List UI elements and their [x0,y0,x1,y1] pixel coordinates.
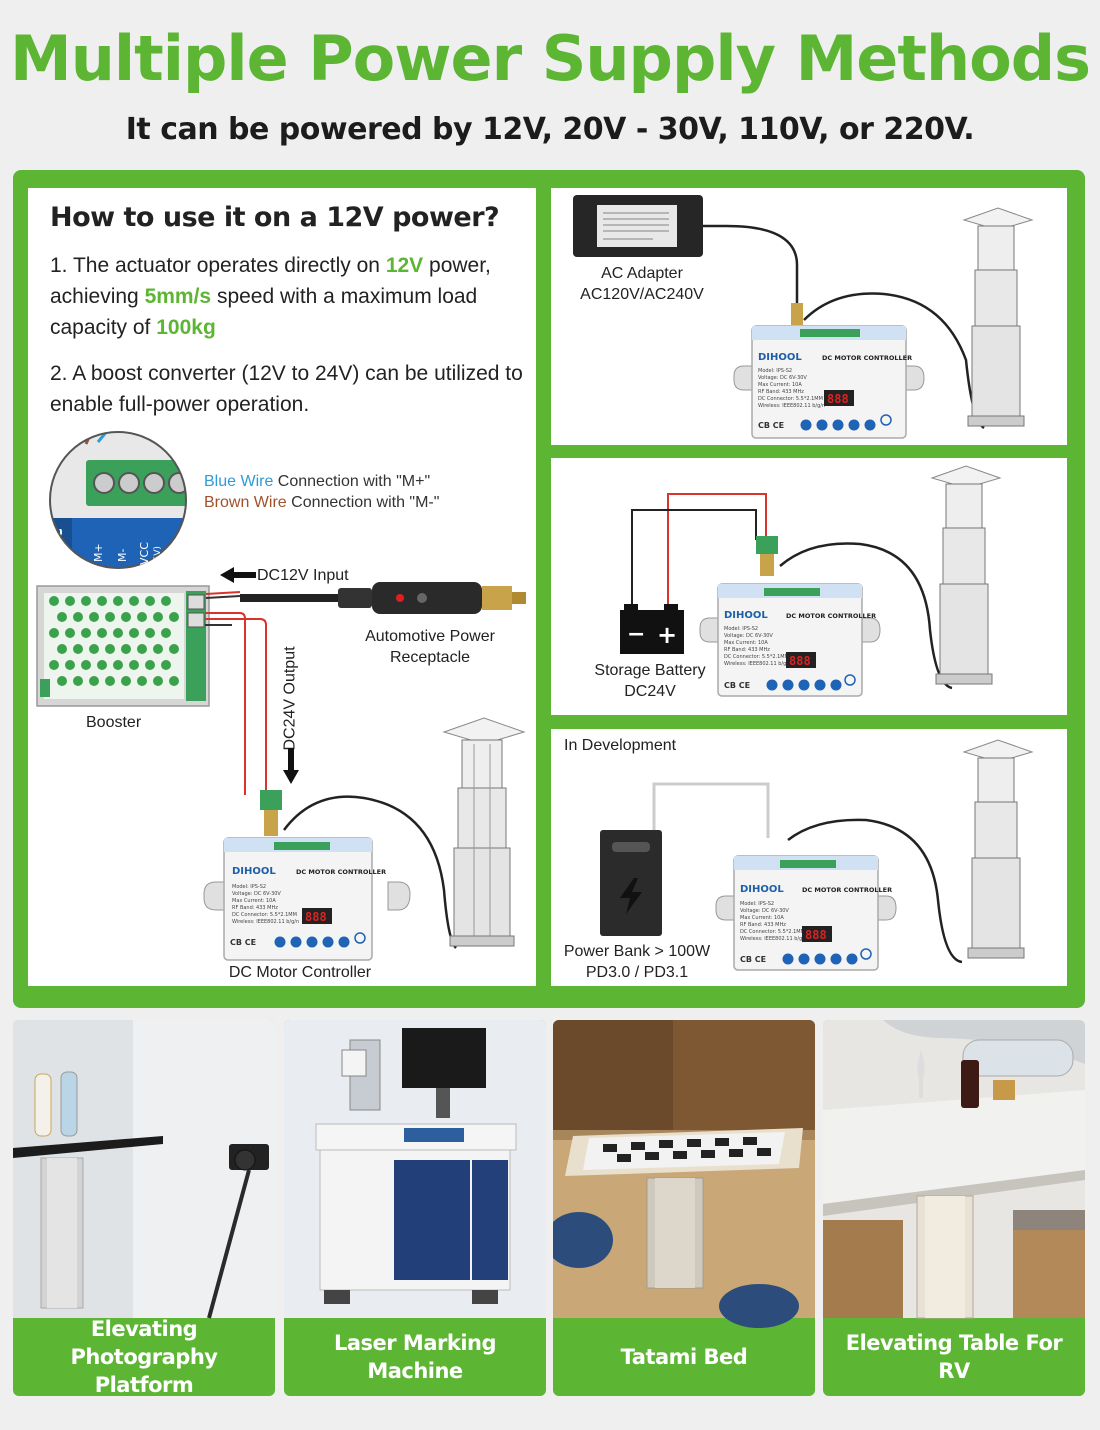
application-card-rv: Elevating Table For RV [823,1020,1085,1396]
dc-motor-controller-label: DC Motor Controller [228,964,372,981]
svg-text:RF Band: 433 MHz: RF Band: 433 MHz [724,647,770,653]
application-card-photography: Elevating Photography Platform [13,1020,275,1396]
svg-text:Wireless: IEEE802.11 b/g/n: Wireless: IEEE802.11 b/g/n [758,403,825,409]
terminal-zoom-icon: DC M+ M- VCC (5V) [49,431,187,569]
svg-text:Model: IPS-S2: Model: IPS-S2 [740,901,774,907]
svg-text:888: 888 [805,928,827,942]
svg-text:CB CE: CB CE [724,681,750,690]
power-bank-icon [600,830,662,936]
application-caption: Tatami Bed [620,1345,748,1369]
svg-text:888: 888 [827,392,849,406]
svg-text:DIHOOL: DIHOOL [758,352,802,363]
highlight-speed: 5mm/s [144,285,212,308]
svg-text:Voltage: DC 6V-30V: Voltage: DC 6V-30V [740,908,789,914]
svg-text:CB CE: CB CE [758,421,784,430]
svg-text:DC MOTOR CONTROLLER: DC MOTOR CONTROLLER [822,354,912,362]
svg-text:Wireless: IEEE802.11 b/g/n: Wireless: IEEE802.11 b/g/n [740,936,807,942]
boost-output-wires [205,612,267,795]
svg-text:M-: M- [116,549,129,562]
svg-text:RF Band: 433 MHz: RF Band: 433 MHz [232,905,278,911]
blue-wire-note: Blue Wire Connection with "M+" [204,473,431,490]
application-card-tatami: Tatami Bed [553,1020,815,1396]
svg-text:DIHOOL: DIHOOL [232,866,276,877]
svg-text:Voltage: DC 6V-30V: Voltage: DC 6V-30V [232,891,281,897]
application-card-laser: Laser Marking Machine [284,1020,546,1396]
svg-text:Max Current: 10A: Max Current: 10A [758,382,802,388]
svg-text:DIHOOL: DIHOOL [740,884,784,895]
step-2-text: 2. A boost converter (12V to 24V) can be… [50,362,523,416]
svg-text:Voltage: DC 6V-30V: Voltage: DC 6V-30V [724,633,773,639]
highlight-load: 100kg [156,316,216,339]
ac-adapter-icon [573,195,803,325]
arrow-left-icon [220,567,256,583]
svg-text:CB CE: CB CE [740,955,766,964]
svg-text:DC Connector: 5.5*2.1MM: DC Connector: 5.5*2.1MM [232,912,297,918]
svg-text:DC Connector: 5.5*2.1MM: DC Connector: 5.5*2.1MM [724,654,789,660]
brown-wire-note: Brown Wire Connection with "M-" [204,494,440,511]
linear-actuator-icon [442,717,526,947]
dc24v-output-label: DC24V Output [281,646,299,751]
svg-text:DC MOTOR CONTROLLER: DC MOTOR CONTROLLER [296,868,386,876]
svg-text:M+: M+ [92,543,105,562]
application-caption: Laser Marking Machine [333,1331,497,1383]
svg-text:Wireless: IEEE802.11 b/g/n: Wireless: IEEE802.11 b/g/n [724,661,791,667]
dc-motor-controller-icon: DIHOOL DC MOTOR CONTROLLER Model: IPS-S2… [715,818,963,971]
svg-text:−: − [627,622,645,647]
dc-motor-controller-icon: DIHOOL DC MOTOR CONTROLLER Model: IPS-S2… [733,292,985,439]
svg-text:Model: IPS-S2: Model: IPS-S2 [758,368,792,374]
svg-text:Voltage: DC 6V-30V: Voltage: DC 6V-30V [758,375,807,381]
linear-actuator-icon [962,739,1034,959]
application-caption: Elevating Table For RV [845,1331,1063,1383]
dc-motor-controller-icon: DIHOOL DC MOTOR CONTROLLER Model: IPS-S2… [699,536,953,697]
booster-icon [36,585,210,707]
svg-text:Model: IPS-S2: Model: IPS-S2 [232,884,266,890]
battery-wires [631,493,767,610]
linear-actuator-icon [962,207,1034,427]
svg-text:RF Band: 433 MHz: RF Band: 433 MHz [758,389,804,395]
svg-text:+: + [657,621,677,649]
arrow-down-icon [283,748,299,784]
svg-text:CB CE: CB CE [230,938,256,947]
svg-text:DC MOTOR CONTROLLER: DC MOTOR CONTROLLER [802,886,892,894]
application-caption: Elevating Photography Platform [70,1317,218,1396]
page-title: Multiple Power Supply Methods [10,22,1091,95]
dc12v-input-label: DC12V Input [257,567,349,584]
in-development-tag: In Development [564,737,677,754]
svg-text:DC Connector: 5.5*2.1MM: DC Connector: 5.5*2.1MM [740,929,805,935]
svg-text:Model: IPS-S2: Model: IPS-S2 [724,626,758,632]
photography-platform-image [13,1020,275,1319]
booster-label: Booster [86,714,142,731]
svg-text:DC Connector: 5.5*2.1MM: DC Connector: 5.5*2.1MM [758,396,823,402]
svg-text:888: 888 [789,654,811,668]
car-plug-icon [205,582,526,614]
svg-text:888: 888 [305,910,327,924]
svg-text:Max Current: 10A: Max Current: 10A [724,640,768,646]
svg-text:Max Current: 10A: Max Current: 10A [232,898,276,904]
linear-actuator-icon [930,465,1002,685]
svg-text:(5V): (5V) [153,546,163,565]
page-subtitle: It can be powered by 12V, 20V - 30V, 110… [125,112,975,147]
svg-text:VCC: VCC [138,542,151,565]
step-1-text: 1. The actuator operates directly on 12V… [50,254,491,339]
svg-text:Max Current: 10A: Max Current: 10A [740,915,784,921]
rv-table-image [823,1020,1085,1319]
highlight-12v: 12V [385,254,424,277]
svg-text:RF Band: 433 MHz: RF Band: 433 MHz [740,922,786,928]
dc-motor-controller-icon: DIHOOL DC MOTOR CONTROLLER Model: IPS-S2… [203,790,457,961]
laser-machine-image [284,1020,546,1318]
storage-battery-icon: − + [620,604,684,654]
howto-title: How to use it on a 12V power? [50,202,500,233]
tatami-bed-image [553,1020,815,1328]
svg-text:DIHOOL: DIHOOL [724,610,768,621]
power-bank-cable [652,782,770,838]
svg-text:Wireless: IEEE802.11 b/g/n: Wireless: IEEE802.11 b/g/n [232,919,299,925]
svg-text:DC MOTOR CONTROLLER: DC MOTOR CONTROLLER [786,612,876,620]
